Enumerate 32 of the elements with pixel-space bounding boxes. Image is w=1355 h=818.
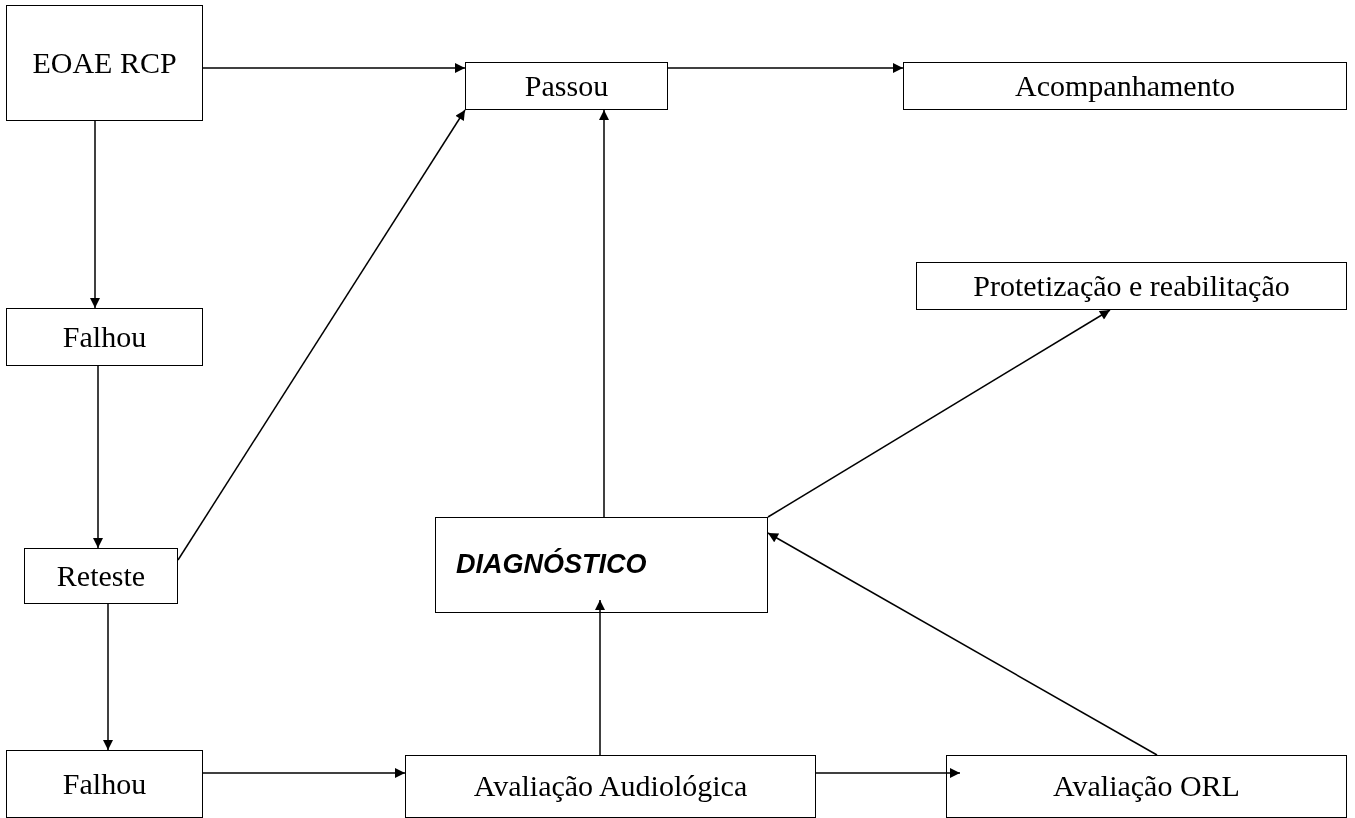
- process-box: [405, 755, 816, 818]
- node-label: Avaliação ORL: [1052, 769, 1241, 804]
- node-label: DIAGNÓSTICO: [456, 548, 647, 582]
- node-label: Protetização e reabilitação: [972, 268, 1291, 304]
- arrow: [93, 365, 103, 549]
- process-box: [435, 517, 768, 613]
- arrow: [595, 599, 605, 756]
- process-box: [465, 62, 668, 110]
- process-box: [946, 755, 1347, 818]
- node-label: Acompanhamento: [1014, 68, 1236, 104]
- process-box: [24, 548, 178, 604]
- arrow: [90, 120, 100, 309]
- process-box: [916, 262, 1347, 310]
- arrow: [202, 768, 406, 778]
- node-label: Falhou: [61, 319, 148, 355]
- arrow: [767, 309, 1111, 518]
- node-label: Passou: [523, 68, 610, 104]
- node-label: Falhou: [61, 766, 148, 802]
- process-box: [6, 750, 203, 818]
- arrow: [667, 63, 904, 73]
- node-label: EOAE RCP: [31, 45, 178, 81]
- arrow: [767, 532, 1158, 756]
- arrow: [177, 109, 466, 561]
- process-box: [6, 308, 203, 366]
- node-label: Reteste: [55, 558, 147, 594]
- arrow: [815, 768, 961, 778]
- arrow: [202, 63, 466, 73]
- node-label: Avaliação Audiológica: [472, 769, 749, 804]
- process-box: [903, 62, 1347, 110]
- process-box: [6, 5, 203, 121]
- arrow: [599, 109, 609, 518]
- arrow: [103, 603, 113, 751]
